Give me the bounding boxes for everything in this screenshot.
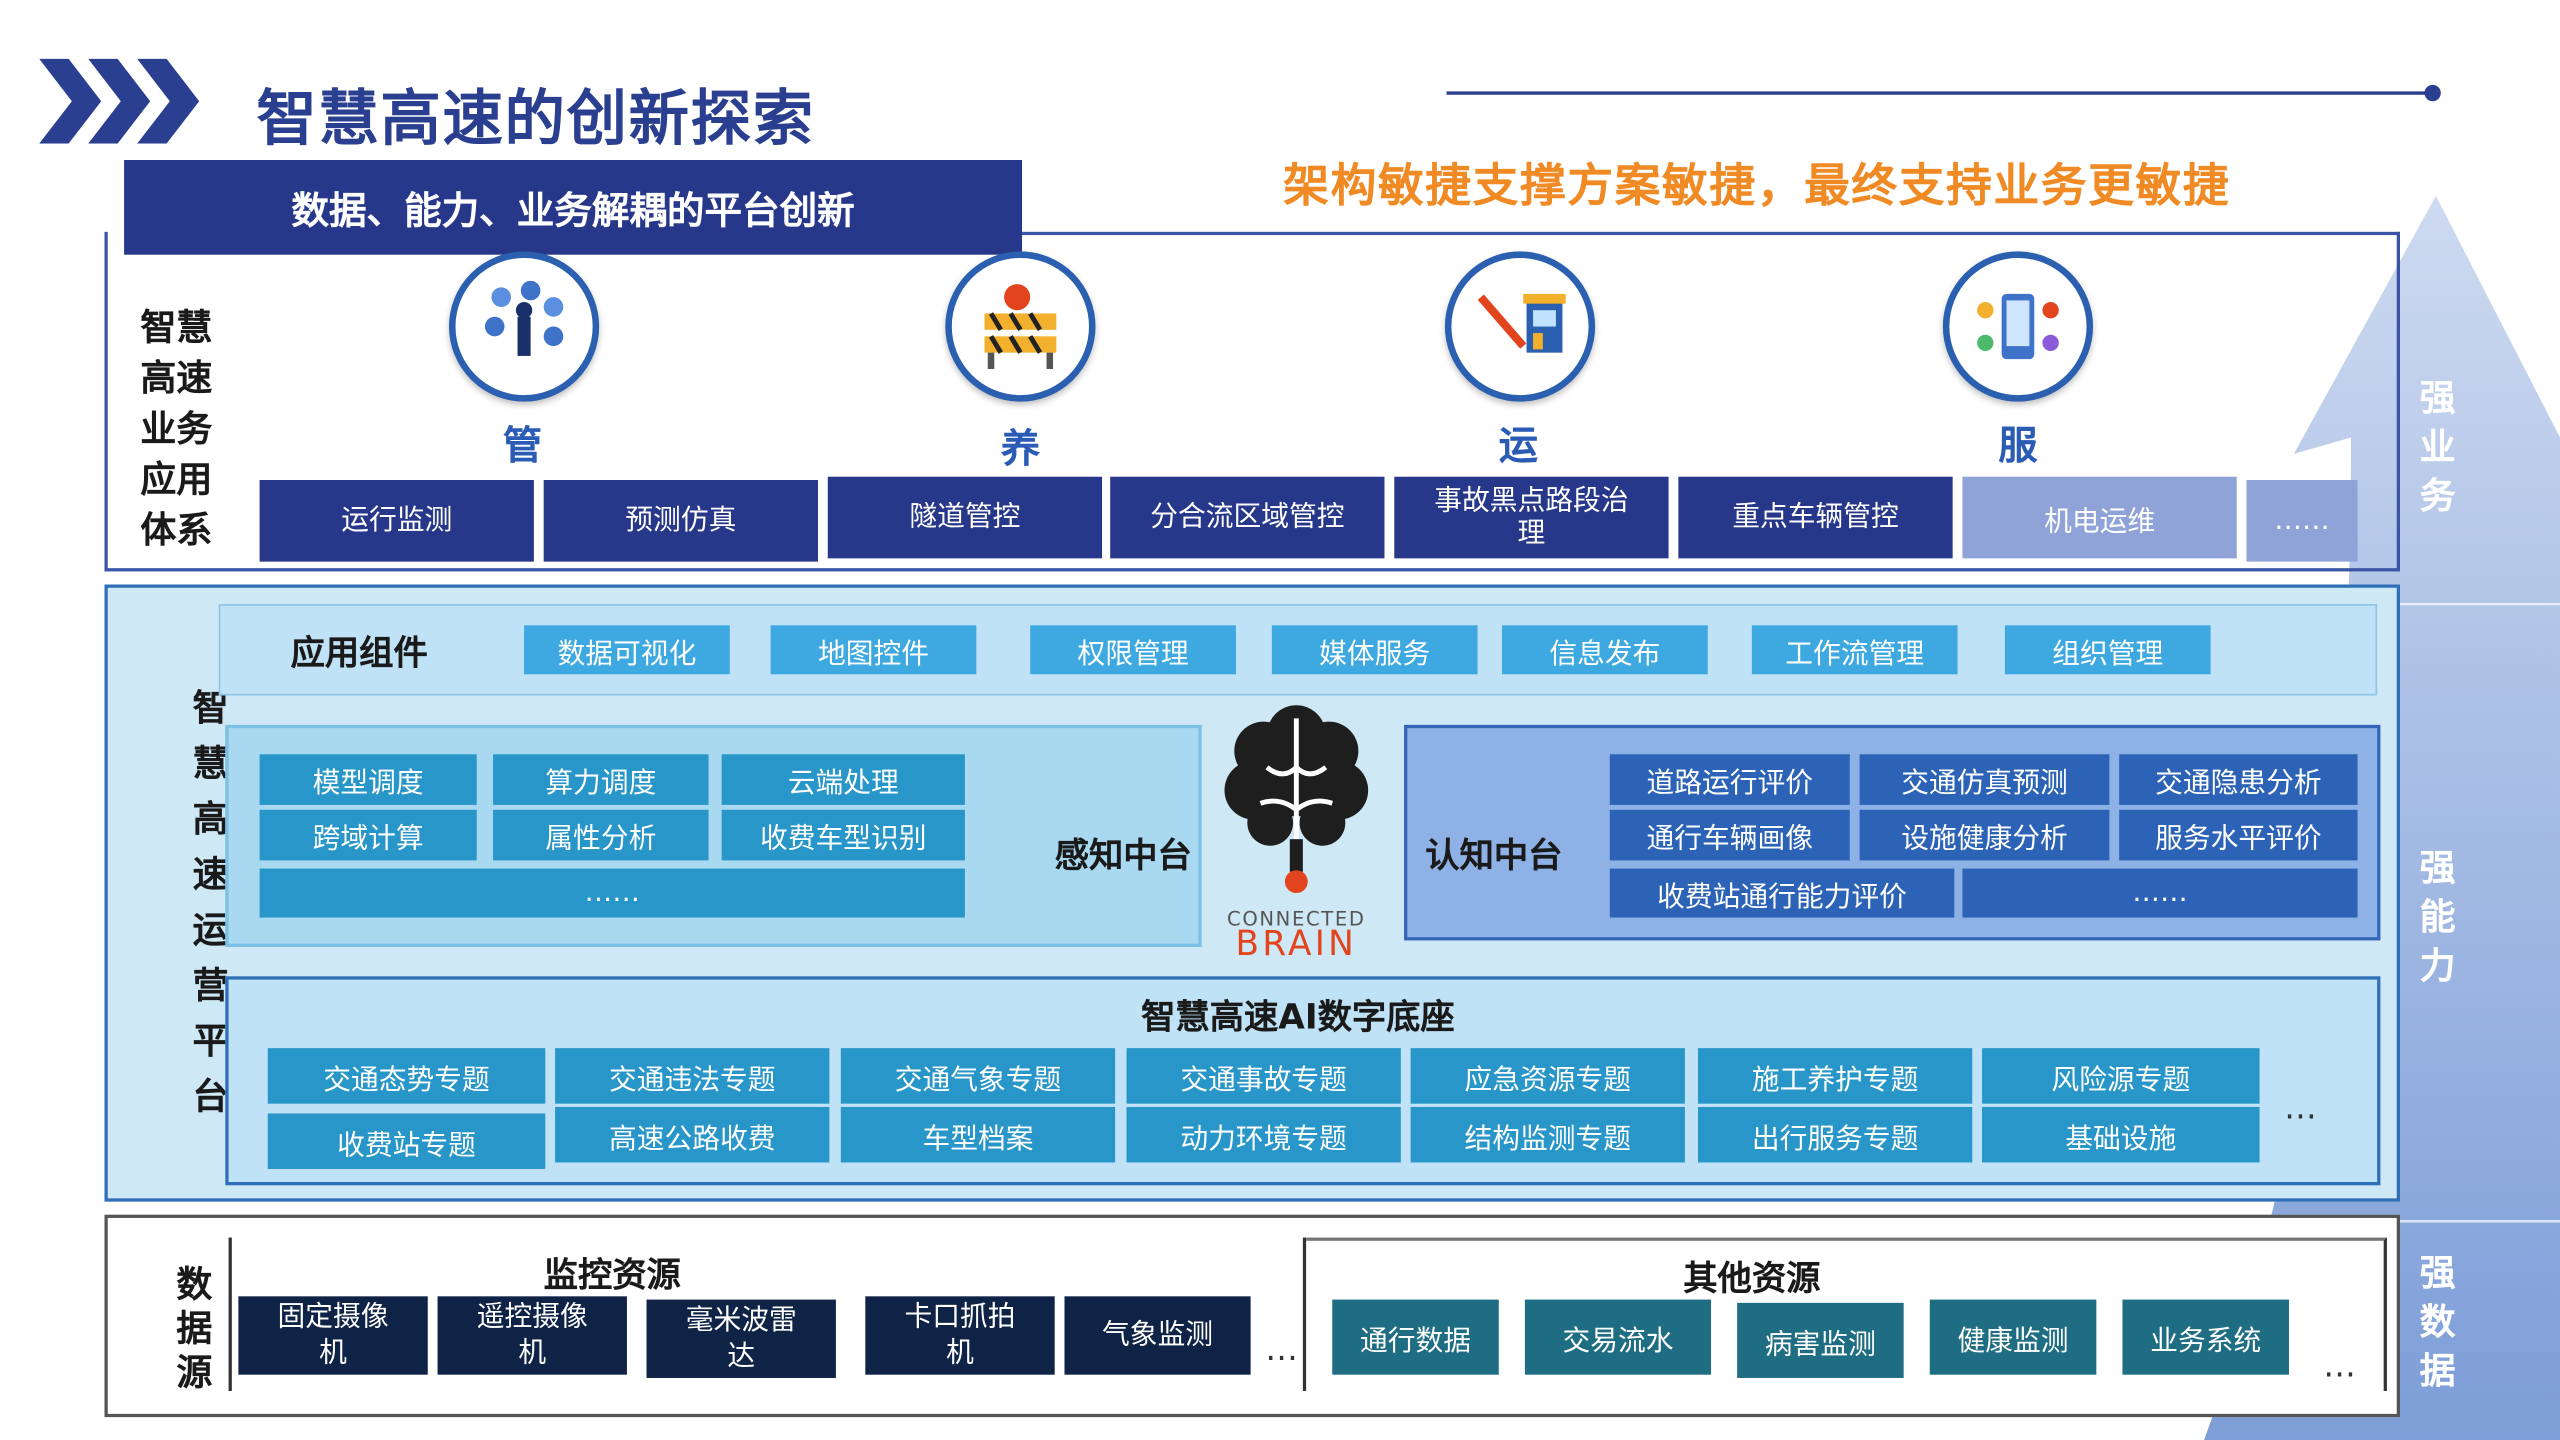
topic-item[interactable]: 交通气象专题: [840, 1048, 1116, 1104]
business-section: [104, 231, 2400, 572]
page-title: 智慧高速的创新探索: [256, 83, 815, 154]
app-item-more: ……: [2246, 479, 2358, 562]
topics-more: …: [2284, 1087, 2317, 1127]
business-label: 智慧高速业务应用体系: [140, 308, 213, 552]
topic-item[interactable]: 动力环境专题: [1126, 1106, 1401, 1163]
datasource-label: 数据源: [176, 1265, 213, 1395]
cognition-item[interactable]: 收费站通行能力评价: [1609, 868, 1955, 918]
perception-item[interactable]: 算力调度: [493, 754, 709, 805]
topic-item[interactable]: 出行服务专题: [1697, 1106, 1973, 1163]
perception-item-more: ……: [259, 868, 965, 918]
category-label: 服: [1998, 422, 2038, 468]
topic-item[interactable]: 收费站专题: [267, 1113, 546, 1169]
app-item[interactable]: 重点车辆管控: [1678, 476, 1953, 559]
service-icon: [1942, 251, 2094, 402]
component-item[interactable]: 地图控件: [770, 625, 977, 675]
topic-item[interactable]: 交通事故专题: [1126, 1048, 1401, 1104]
cognition-item[interactable]: 通行车辆画像: [1609, 809, 1850, 861]
component-item[interactable]: 组织管理: [2004, 625, 2211, 675]
other-item[interactable]: 病害监测: [1737, 1302, 1904, 1378]
topic-item[interactable]: 施工养护专题: [1697, 1048, 1973, 1104]
cognition-item[interactable]: 交通仿真预测: [1859, 754, 2110, 805]
topic-item[interactable]: 基础设施: [1982, 1106, 2260, 1163]
other-label: 其他资源: [1683, 1258, 1821, 1298]
perception-item[interactable]: 模型调度: [259, 754, 477, 805]
app-item[interactable]: 预测仿真: [543, 479, 818, 562]
app-item[interactable]: 分合流区域管控: [1110, 476, 1385, 559]
cognition-item[interactable]: 道路运行评价: [1609, 754, 1850, 805]
app-item[interactable]: 事故黑点路段治理: [1394, 476, 1669, 559]
monitoring-item[interactable]: 固定摄像机: [238, 1296, 428, 1375]
brain-line2: BRAIN: [1235, 924, 1358, 964]
monitoring-label: 监控资源: [543, 1255, 681, 1295]
other-item[interactable]: 通行数据: [1332, 1299, 1499, 1375]
strong-capability-label: 强能力: [2419, 848, 2456, 988]
monitoring-panel: [228, 1237, 1307, 1392]
toll-booth-icon: [1444, 251, 1596, 402]
monitoring-item[interactable]: 毫米波雷达: [646, 1299, 836, 1378]
component-item[interactable]: 信息发布: [1502, 625, 1708, 675]
components-label: 应用组件: [290, 633, 428, 673]
perception-item[interactable]: 跨域计算: [259, 809, 477, 861]
other-more: …: [2323, 1345, 2356, 1385]
strong-business-label: 强业务: [2419, 378, 2456, 518]
topic-item[interactable]: 风险源专题: [1982, 1048, 2260, 1104]
topic-item[interactable]: 交通态势专题: [267, 1048, 546, 1104]
cognition-label: 认知中台: [1425, 835, 1563, 876]
category-label: 养: [1000, 425, 1040, 472]
cognition-item-more: ……: [1962, 868, 2358, 918]
perception-item[interactable]: 云端处理: [721, 754, 965, 805]
monitoring-more: …: [1265, 1328, 1298, 1369]
brain-line1: CONNECTED: [1227, 907, 1366, 931]
business-section-topline: [1022, 231, 2400, 236]
topic-item[interactable]: 结构监测专题: [1410, 1106, 1685, 1163]
cognition-item[interactable]: 服务水平评价: [2119, 809, 2358, 861]
chevrons-icon: [39, 58, 200, 144]
brain-icon: [1224, 705, 1369, 894]
app-item[interactable]: 运行监测: [259, 479, 534, 562]
topic-item[interactable]: 高速公路收费: [555, 1106, 830, 1163]
cognition-item[interactable]: 设施健康分析: [1859, 809, 2110, 861]
category-label: 运: [1498, 422, 1538, 468]
road-maintenance-icon: [945, 251, 1096, 402]
other-item[interactable]: 业务系统: [2122, 1299, 2289, 1375]
monitoring-item[interactable]: 气象监测: [1064, 1296, 1251, 1375]
component-item[interactable]: 数据可视化: [524, 625, 730, 675]
topic-item[interactable]: 车型档案: [840, 1106, 1116, 1163]
category-label: 管: [502, 422, 543, 468]
other-item[interactable]: 健康监测: [1929, 1299, 2097, 1375]
perception-label: 感知中台: [1054, 835, 1192, 876]
tagline: 架构敏捷支撑方案敏捷，最终支持业务更敏捷: [1283, 158, 2231, 213]
app-item[interactable]: 机电运维: [1962, 476, 2237, 559]
other-panel: [1306, 1237, 2387, 1392]
platform-label: 智慧高速运营平台: [192, 688, 229, 1119]
topic-item[interactable]: 应急资源专题: [1410, 1048, 1685, 1104]
app-item[interactable]: 隧道管控: [827, 476, 1103, 559]
perception-item[interactable]: 属性分析: [493, 809, 709, 861]
management-icon: [448, 251, 600, 402]
cognition-item[interactable]: 交通隐患分析: [2119, 754, 2358, 805]
component-item[interactable]: 工作流管理: [1751, 625, 1958, 675]
topic-item[interactable]: 交通违法专题: [555, 1048, 830, 1104]
header-rule: [1446, 84, 2441, 102]
subheading-banner: 数据、能力、业务解耦的平台创新: [124, 159, 1023, 255]
monitoring-item[interactable]: 卡口抓拍机: [865, 1296, 1055, 1375]
component-item[interactable]: 权限管理: [1030, 625, 1236, 675]
ai-base-label: 智慧高速AI数字底座: [1141, 997, 1455, 1037]
component-item[interactable]: 媒体服务: [1271, 625, 1478, 675]
monitoring-item[interactable]: 遥控摄像机: [437, 1296, 627, 1375]
perception-item[interactable]: 收费车型识别: [721, 809, 965, 861]
strong-data-label: 强数据: [2419, 1253, 2456, 1393]
other-item[interactable]: 交易流水: [1524, 1299, 1712, 1375]
